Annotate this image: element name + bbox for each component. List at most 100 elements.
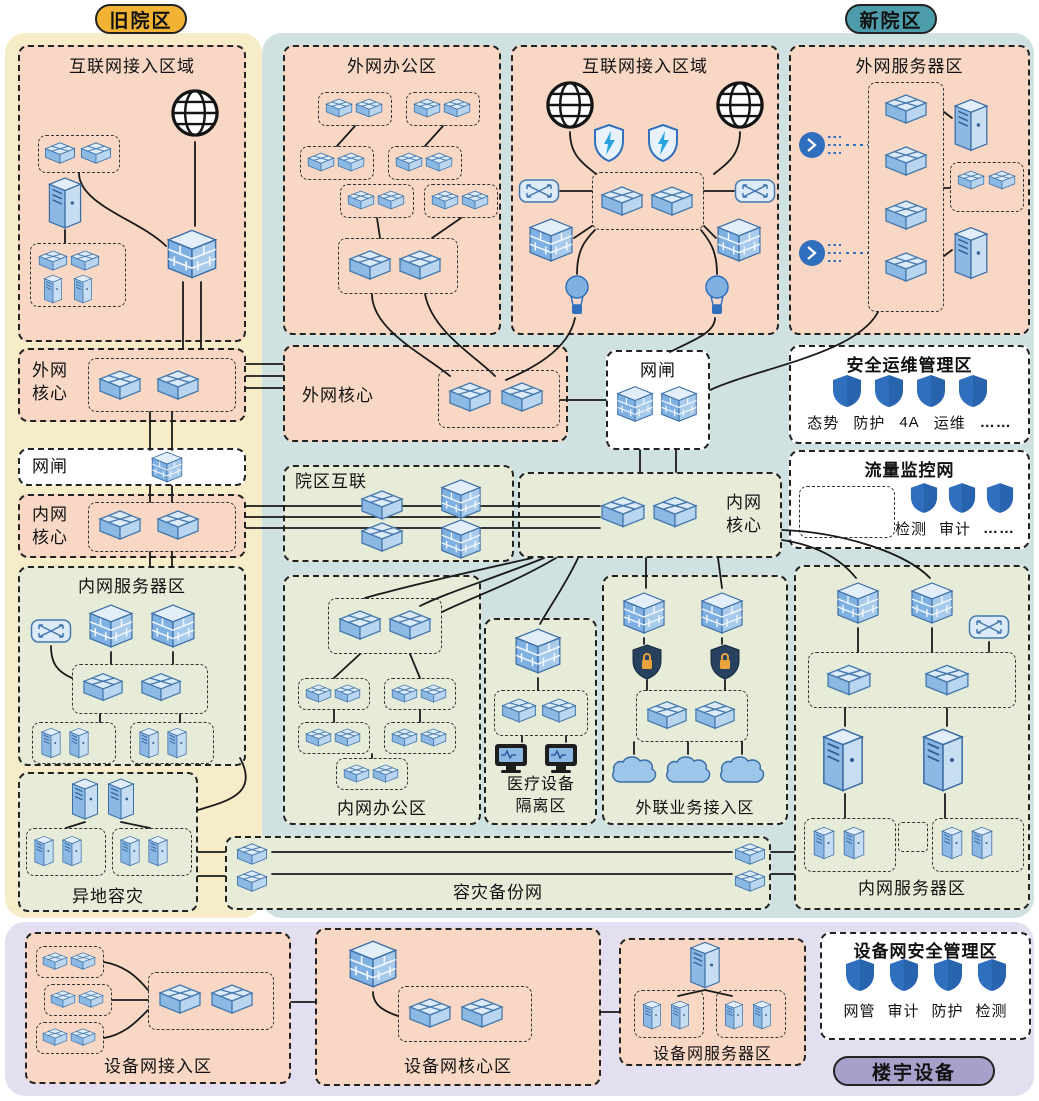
label-sec-ops-1: 防护 bbox=[853, 415, 886, 432]
server-icon bbox=[70, 776, 100, 822]
firewall-icon bbox=[716, 214, 762, 266]
switch-icon bbox=[50, 990, 76, 1008]
zone-title-new-ext-core: 外网核心 bbox=[302, 386, 374, 405]
firewall-icon bbox=[700, 588, 744, 638]
switch-icon bbox=[694, 700, 736, 730]
switch-icon bbox=[884, 146, 928, 176]
switch-icon bbox=[413, 98, 441, 118]
switch-icon bbox=[391, 728, 418, 747]
zone-title-new-int-core: 内网核心 bbox=[726, 493, 762, 535]
switch-icon bbox=[500, 382, 544, 412]
switch-icon bbox=[140, 672, 182, 702]
probe-balloon-icon bbox=[560, 274, 594, 318]
switch-icon bbox=[334, 684, 361, 703]
label-traffic-1: 审计 bbox=[939, 521, 972, 538]
server-icon bbox=[842, 826, 866, 860]
switch-icon bbox=[355, 98, 383, 118]
router-icon bbox=[968, 612, 1010, 642]
shield-icon bbox=[832, 374, 862, 408]
switch-icon bbox=[377, 190, 405, 210]
zone-title-int-office: 内网办公区 bbox=[337, 799, 427, 818]
server-icon bbox=[751, 1000, 773, 1030]
switch-icon bbox=[156, 510, 200, 540]
switch-icon bbox=[348, 250, 392, 280]
zone-title-old-int-core: 内网核心 bbox=[32, 505, 68, 547]
server-icon bbox=[42, 274, 64, 304]
switch-icon bbox=[307, 152, 335, 172]
zone-old-gap bbox=[18, 448, 246, 486]
server-icon bbox=[952, 224, 990, 282]
zone-title-dev-servers: 设备网服务器区 bbox=[652, 1046, 772, 1063]
secure-shield-lock-icon bbox=[710, 644, 740, 680]
zone-title-new-int-servers: 内网服务器区 bbox=[858, 879, 966, 898]
switch-icon bbox=[408, 998, 452, 1028]
firewall-icon bbox=[514, 624, 562, 678]
switch-icon bbox=[80, 142, 112, 164]
waf-shield-icon bbox=[594, 124, 624, 162]
dev-security-function-labels: 网管 审计 防护 检测 bbox=[820, 1000, 1031, 1021]
router-icon bbox=[734, 176, 776, 206]
switch-icon bbox=[924, 664, 970, 696]
device-group bbox=[932, 818, 1024, 872]
switch-icon bbox=[461, 190, 489, 210]
switch-icon bbox=[988, 170, 1016, 190]
zone-dev-access bbox=[25, 932, 291, 1084]
label-traffic-0: 检测 bbox=[894, 521, 927, 538]
switch-icon bbox=[343, 764, 370, 783]
zone-title-medical-iso: 医疗设备隔离区 bbox=[506, 776, 575, 815]
server-icon bbox=[106, 776, 136, 822]
switch-icon bbox=[398, 250, 442, 280]
firewall-icon bbox=[166, 226, 218, 282]
switch-icon bbox=[305, 684, 332, 703]
label-dev-sec-2: 防护 bbox=[931, 1003, 964, 1020]
zone-title-old-int-servers: 内网服务器区 bbox=[78, 577, 186, 596]
switch-icon bbox=[338, 610, 382, 640]
switch-icon bbox=[420, 684, 447, 703]
switch-icon bbox=[884, 200, 928, 230]
switch-icon bbox=[652, 496, 698, 528]
switch-icon bbox=[210, 984, 254, 1014]
switch-icon bbox=[826, 664, 872, 696]
switch-icon bbox=[82, 672, 124, 702]
switch-icon bbox=[70, 1028, 96, 1046]
switch-icon bbox=[70, 952, 96, 970]
server-icon bbox=[68, 727, 90, 759]
secure-shield-lock-icon bbox=[632, 644, 662, 680]
medical-device-icon bbox=[542, 742, 584, 776]
switch-icon bbox=[38, 250, 68, 271]
switch-icon bbox=[98, 510, 142, 540]
ellipsis: …… bbox=[983, 520, 1016, 537]
device-group bbox=[898, 822, 928, 852]
traffic-monitor-shields bbox=[900, 482, 1024, 514]
traffic-monitor-function-labels: 检测 审计 …… bbox=[880, 518, 1030, 539]
cloud-icon bbox=[718, 754, 766, 786]
switch-icon bbox=[600, 496, 646, 528]
shield-icon bbox=[845, 958, 875, 992]
server-icon bbox=[40, 727, 62, 759]
device-group bbox=[32, 722, 116, 764]
server-icon bbox=[812, 826, 836, 860]
server-icon bbox=[970, 826, 994, 860]
switch-icon bbox=[600, 186, 644, 216]
zone-title-dev-access: 设备网接入区 bbox=[104, 1057, 212, 1076]
zone-title-dr-backup: 容灾备份网 bbox=[453, 883, 543, 902]
medical-device-icon bbox=[492, 742, 534, 776]
zone-title-new-gap: 网闸 bbox=[640, 361, 676, 380]
zone-title-old-gap: 网闸 bbox=[32, 457, 68, 476]
building-equipment-pill: 楼宇设备 bbox=[833, 1056, 995, 1086]
label-sec-ops-3: 运维 bbox=[933, 415, 966, 432]
switch-icon bbox=[395, 152, 423, 172]
shield-icon bbox=[874, 374, 904, 408]
zone-title-ext-business: 外联业务接入区 bbox=[635, 800, 755, 817]
shield-icon bbox=[948, 482, 976, 514]
device-group bbox=[716, 990, 786, 1038]
internet-globe-icon bbox=[168, 86, 222, 140]
label-sec-ops-2: 4A bbox=[899, 414, 920, 431]
firewall-icon bbox=[836, 578, 880, 628]
cloud-icon bbox=[664, 754, 712, 786]
switch-icon bbox=[158, 984, 202, 1014]
router-icon bbox=[30, 616, 72, 646]
internet-globe-icon bbox=[543, 78, 597, 132]
firewall-icon bbox=[440, 516, 482, 562]
